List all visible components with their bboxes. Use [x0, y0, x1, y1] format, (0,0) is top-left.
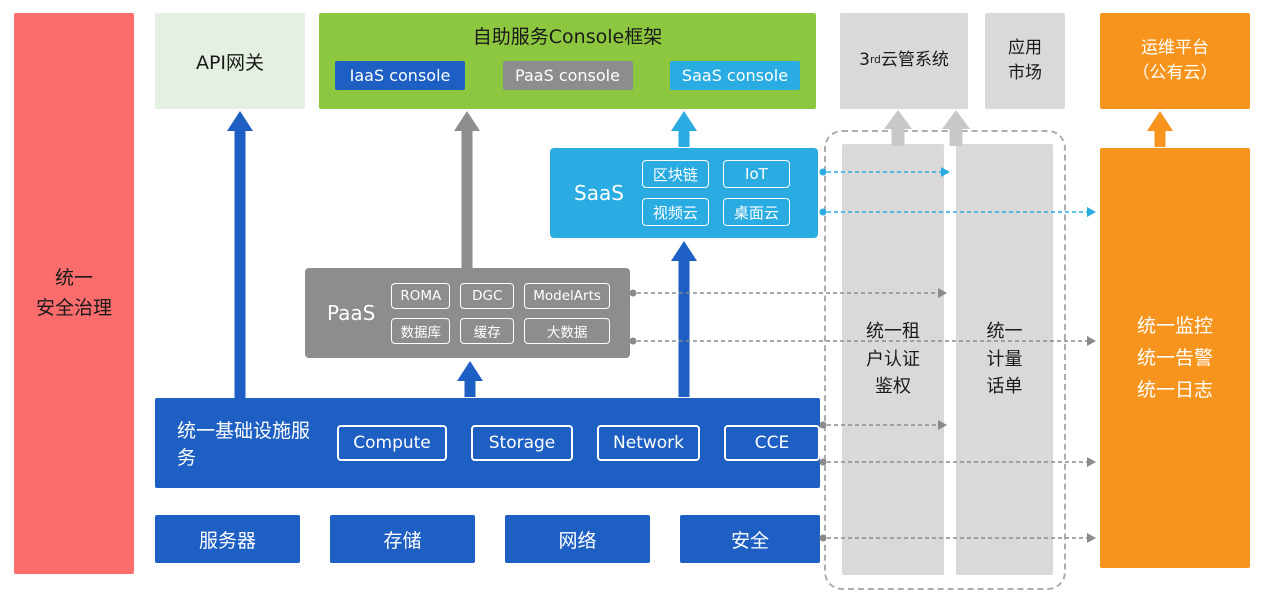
iaas-item-cce: CCE	[724, 425, 820, 461]
paas-item-dgc: DGC	[460, 282, 515, 309]
third-party-prefix: 3	[859, 50, 870, 71]
saas-console-chip: SaaS console	[670, 61, 800, 90]
third-party-rest: 云管系统	[880, 50, 949, 71]
resource-storage-box: 存储	[330, 515, 475, 563]
saas-item-iot: IoT	[722, 160, 790, 188]
arrow-saas-to-saas-console	[671, 111, 697, 147]
iaas-items: Compute Storage Network CCE	[337, 425, 820, 461]
auth-bar: 统一租 户认证 鉴权	[842, 144, 944, 575]
iaas-console-chip: IaaS console	[335, 61, 465, 90]
metering-bar: 统一 计量 话单	[956, 144, 1053, 575]
app-market-box: 应用 市场	[985, 13, 1065, 109]
paas-item-bigdata: 大数据	[524, 317, 610, 344]
saas-items: 区块链 IoT 视频云 桌面云	[641, 160, 790, 226]
api-gateway-box: API网关	[155, 13, 305, 109]
third-party-sup: rd	[869, 54, 881, 67]
resource-server-box: 服务器	[155, 515, 300, 563]
resource-security-box: 安全	[680, 515, 820, 563]
arrow-monitor-to-om-platform	[1147, 111, 1173, 147]
paas-label: PaaS	[327, 301, 376, 325]
saas-item-video-cloud: 视频云	[641, 198, 709, 226]
paas-item-cache: 缓存	[460, 317, 515, 344]
iaas-layer-box: 统一基础设施服务 Compute Storage Network CCE	[155, 398, 820, 488]
paas-item-database: 数据库	[391, 317, 451, 344]
iaas-label: 统一基础设施服务	[177, 420, 311, 469]
om-platform-box: 运维平台 （公有云）	[1100, 13, 1250, 109]
paas-items: ROMA DGC ModelArts 数据库 缓存 大数据	[391, 282, 610, 344]
security-governance-bar: 统一 安全治理	[14, 13, 134, 574]
arrow-iaas-to-api-gateway	[227, 111, 253, 398]
paas-console-chip: PaaS console	[502, 61, 633, 90]
console-row: IaaS console PaaS console SaaS console	[319, 49, 816, 90]
monitor-bar: 统一监控 统一告警 统一日志	[1100, 148, 1250, 568]
arrow-iaas-to-saas	[671, 241, 697, 397]
tenant-services-frame	[824, 130, 1066, 590]
saas-item-desktop-cloud: 桌面云	[722, 198, 790, 226]
saas-item-blockchain: 区块链	[641, 160, 709, 188]
resource-network-box: 网络	[505, 515, 650, 563]
arrow-iaas-to-paas	[457, 361, 483, 397]
saas-label: SaaS	[574, 181, 624, 205]
console-framework-title: 自助服务Console框架	[472, 26, 663, 48]
console-framework-box: 自助服务Console框架 IaaS console PaaS console …	[319, 13, 816, 109]
paas-layer-box: PaaS ROMA DGC ModelArts 数据库 缓存 大数据	[305, 268, 630, 358]
iaas-item-network: Network	[597, 425, 700, 461]
arrow-paas-to-console	[454, 111, 480, 268]
paas-item-modelarts: ModelArts	[524, 282, 610, 309]
paas-item-roma: ROMA	[391, 282, 451, 309]
iaas-item-compute: Compute	[337, 425, 448, 461]
saas-layer-box: SaaS 区块链 IoT 视频云 桌面云	[550, 148, 818, 238]
iaas-item-storage: Storage	[471, 425, 574, 461]
